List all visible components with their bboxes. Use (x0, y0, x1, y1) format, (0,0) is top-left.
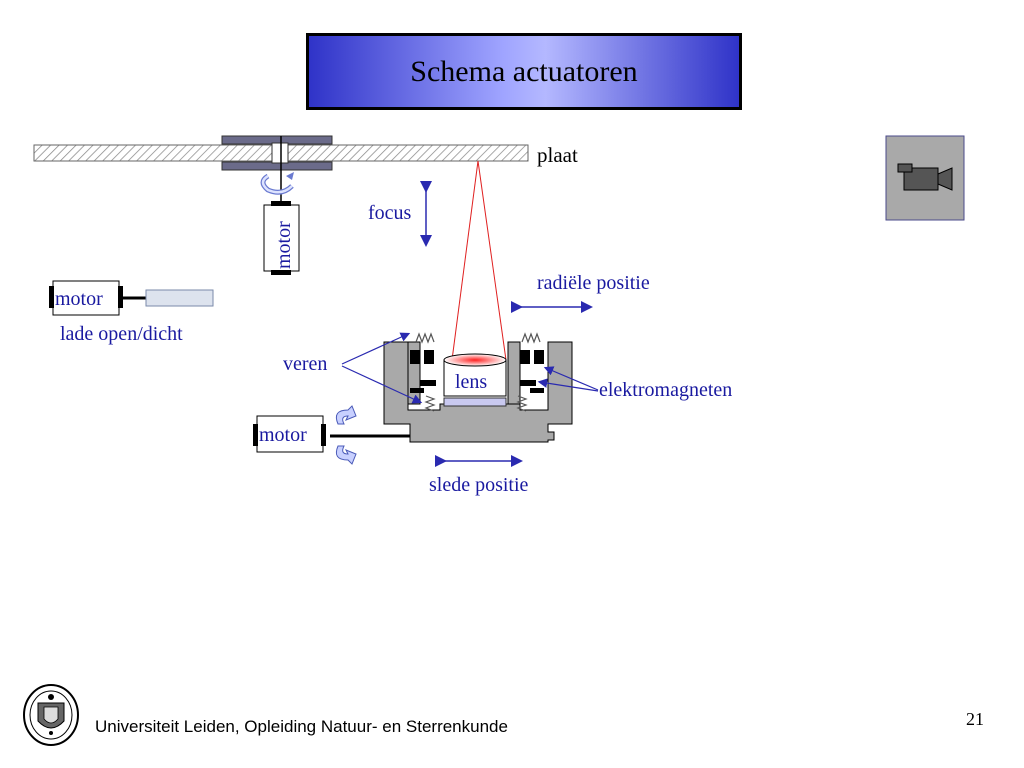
laser-beam (451, 160, 507, 361)
university-seal-icon (23, 684, 79, 746)
lens-label: lens (455, 371, 487, 393)
magnet-pointer-bottom (537, 378, 599, 392)
page-number: 21 (966, 709, 984, 729)
disc-group (33, 135, 529, 208)
footer-text: Universiteit Leiden, Opleiding Natuur- e… (95, 717, 508, 736)
slide-title: Schema actuatoren (306, 33, 742, 110)
spindle-rotation-icon (260, 172, 294, 195)
veren-pointer-top (341, 332, 411, 365)
sled-rotation-icon (335, 405, 357, 465)
focus-label: focus (368, 202, 412, 224)
tray-motor: motor (49, 280, 214, 316)
spindle-motor-label: motor (273, 221, 295, 269)
plaat-label: plaat (537, 143, 578, 167)
slide-title-text: Schema actuatoren (410, 54, 638, 88)
tray (145, 289, 214, 307)
spindle-motor: motor (263, 201, 300, 275)
slede-label: slede positie (429, 474, 529, 496)
radiele-label: radiële positie (537, 272, 650, 294)
lens-element (443, 353, 507, 367)
elektromagneten-label: elektromagneten (599, 379, 732, 401)
video-camera-icon[interactable] (885, 135, 965, 221)
veren-pointer-bottom (341, 365, 423, 404)
hub-center (271, 142, 289, 164)
lade-label: lade open/dicht (60, 323, 183, 345)
magnet-pointer-top (543, 366, 599, 391)
tray-motor-label: motor (55, 288, 103, 310)
sled-motor: motor (253, 415, 326, 453)
sled-motor-label: motor (259, 424, 307, 446)
pickup-housing (330, 332, 573, 443)
veren-label: veren (283, 353, 327, 375)
